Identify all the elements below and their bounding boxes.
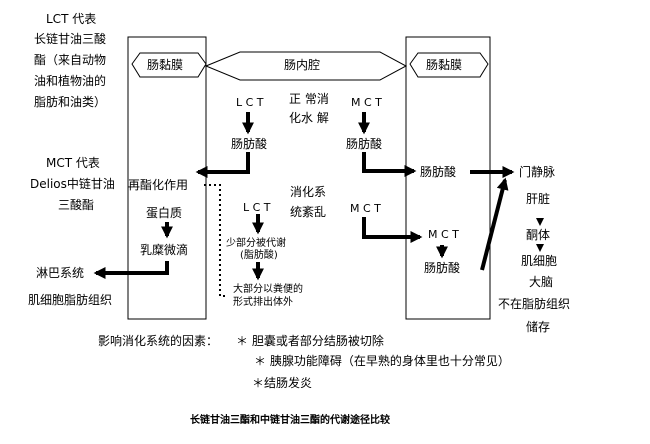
protein: 蛋白质 [146, 206, 183, 220]
membrane-mct: M C T [428, 228, 459, 241]
legend-lct-line-3: 酯（来自动物 [34, 53, 107, 67]
left-membrane-label: 肠黏膜 [147, 58, 184, 72]
lumen-lct-fatty-acid: 肠肪酸 [231, 137, 268, 151]
legend-mct-line-3: 三酸酯 [58, 198, 95, 212]
arrow-mct-fatty-acid-to-membrane [362, 152, 417, 177]
lumen-hexagon [204, 51, 408, 81]
normal-digestion-line-2: 化水 解 [289, 111, 329, 125]
lumen-mct-mid: M C T [350, 202, 381, 215]
partly-metabolized: 少部分被代谢 [226, 238, 286, 249]
factors-intro: 影响消化系统的因素： [98, 334, 219, 348]
legend-lct-line-4: 油和植物油的 [34, 74, 107, 88]
membrane-fatty-acid-top: 肠肪酸 [420, 165, 457, 179]
lumen-label: 肠内腔 [284, 58, 321, 72]
disorder-line-2: 统紊乱 [290, 205, 327, 219]
excreted-line-2: 形式排出体外 [233, 297, 293, 308]
legend-lct-line-1: LCT 代表 [46, 12, 97, 26]
arrow-lower-fatty-acid-to-portal-vein [480, 177, 509, 271]
disorder-line-1: 消化系 [290, 185, 327, 199]
reesterification: 再酯化作用 [128, 178, 189, 192]
normal-digestion-line-1: 正 常消 [289, 92, 329, 106]
portal-vein: 门静脉 [519, 165, 556, 179]
dotted-excretion-path [204, 184, 228, 297]
factor-gallbladder: ＊ 胆囊或者部分结肠被切除 [236, 334, 384, 348]
not-stored-line-2: 储存 [526, 320, 551, 334]
muscle-adipose-tissue: 肌细胞脂肪组织 [28, 293, 113, 307]
arrow-ketone-to-muscle [536, 244, 544, 252]
chylomicron: 乳糜微滴 [140, 243, 189, 257]
brain: 大脑 [529, 275, 554, 289]
arrow-mct-disorder-to-membrane [362, 217, 423, 243]
legend-lct-line-2: 长链甘油三酸 [34, 32, 107, 46]
not-stored-line-1: 不在脂肪组织 [498, 297, 571, 311]
muscle-cell: 肌细胞 [521, 254, 558, 268]
membrane-fatty-acid-bottom: 肠肪酸 [424, 261, 461, 275]
left-membrane-box [127, 36, 207, 320]
lumen-mct-fatty-acid: 肠肪酸 [346, 137, 383, 151]
right-membrane-box [405, 36, 491, 320]
factor-colitis: ＊结肠发炎 [252, 376, 313, 390]
right-membrane-label-frame [409, 52, 489, 78]
arrow-liver-to-ketone [536, 218, 544, 226]
excreted-line-1: 大部分以粪便的 [233, 284, 303, 295]
fatty-acid-paren: (脂肪酸) [240, 250, 278, 261]
lumen-lct-mid: L C T [243, 201, 271, 214]
legend-mct-line-1: MCT 代表 [46, 156, 100, 170]
legend-lct-line-5: 脂肪和油类） [34, 95, 107, 109]
right-membrane-label: 肠黏膜 [426, 58, 463, 72]
lymph-system: 淋巴系统 [36, 266, 85, 280]
arrow-fatty-acid-to-reesterify [195, 152, 250, 178]
figure-caption: 长链甘油三酯和中链甘油三酯的代谢途径比较 [190, 415, 390, 426]
left-membrane-label-frame [131, 52, 207, 78]
legend-mct-line-2: Delios中链甘油 [30, 177, 115, 191]
arrow-chylomicron-to-lymph [93, 261, 169, 279]
lumen-mct-top: M C T [351, 96, 382, 109]
lumen-lct-top: L C T [236, 96, 264, 109]
factor-pancreas: ＊ 胰腺功能障碍（在早熟的身体里也十分常见） [254, 354, 510, 368]
ketone-body: 酮体 [526, 228, 551, 242]
liver: 肝脏 [526, 192, 551, 206]
